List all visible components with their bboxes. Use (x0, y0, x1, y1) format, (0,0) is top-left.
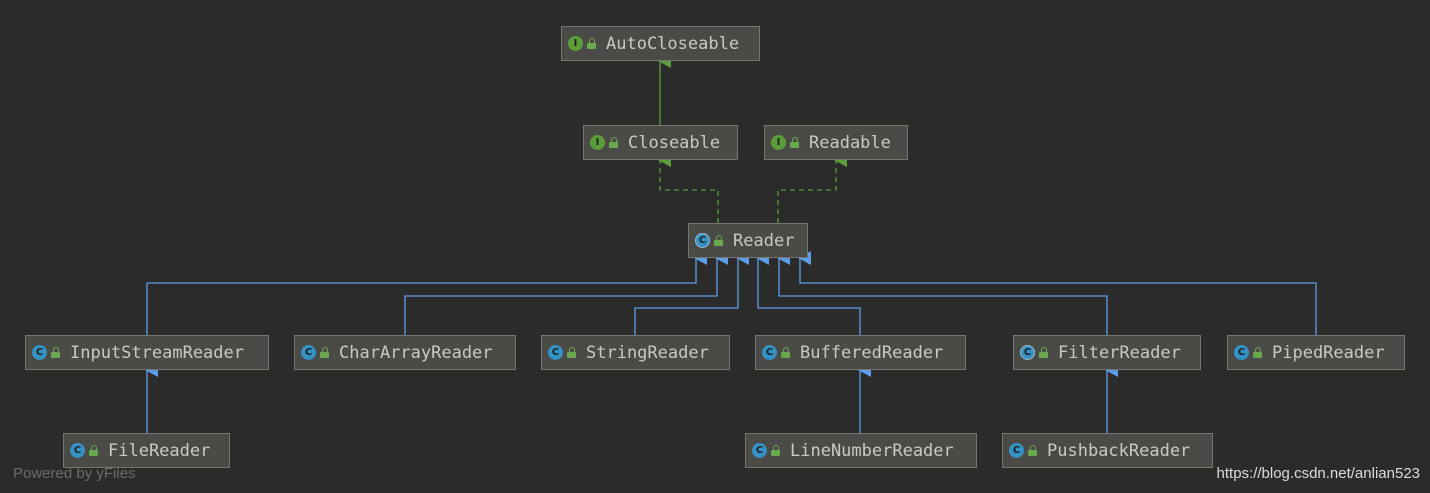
class-icon: C (32, 345, 47, 360)
node-autocloseable[interactable]: I AutoCloseable (561, 26, 760, 61)
lock-icon (320, 347, 329, 358)
node-stringreader[interactable]: C StringReader (541, 335, 730, 370)
class-icon: C (1009, 443, 1024, 458)
lock-icon (771, 445, 780, 456)
lock-icon (567, 347, 576, 358)
lock-icon (1028, 445, 1037, 456)
node-label: CharArrayReader (339, 342, 493, 363)
edge-reader-implements-closeable (658, 153, 719, 223)
class-icon: C (752, 443, 767, 458)
node-readable[interactable]: I Readable (764, 125, 908, 160)
node-bufferedreader[interactable]: C BufferedReader (755, 335, 966, 370)
node-label: PipedReader (1272, 342, 1385, 363)
abstract-class-icon: C (695, 233, 710, 248)
lock-icon (1039, 347, 1048, 358)
node-pipedreader[interactable]: C PipedReader (1227, 335, 1405, 370)
edge-chararrayreader-extends-reader (404, 251, 728, 335)
node-filterreader[interactable]: C FilterReader (1013, 335, 1201, 370)
node-label: Reader (733, 230, 795, 251)
node-label: LineNumberReader (790, 440, 954, 461)
node-label: PushbackReader (1047, 440, 1191, 461)
node-linenumberreader[interactable]: C LineNumberReader (745, 433, 977, 468)
lock-icon (51, 347, 60, 358)
lock-icon (714, 235, 723, 246)
node-label: InputStreamReader (70, 342, 244, 363)
node-label: StringReader (586, 342, 709, 363)
lock-icon (1253, 347, 1262, 358)
node-label: BufferedReader (800, 342, 944, 363)
source-url-text: https://blog.csdn.net/anlian523 (1216, 465, 1420, 482)
node-inputstreamreader[interactable]: C InputStreamReader (25, 335, 269, 370)
lock-icon (89, 445, 98, 456)
abstract-class-icon: C (1020, 345, 1035, 360)
lock-icon (587, 38, 596, 49)
class-icon: C (548, 345, 563, 360)
edge-reader-implements-readable (777, 153, 847, 223)
powered-by-text: Powered by yFiles (13, 465, 136, 482)
edge-filterreader-extends-reader (777, 251, 1108, 335)
edge-inputstreamreader-extends-reader (146, 251, 707, 335)
class-icon: C (70, 443, 85, 458)
interface-icon: I (771, 135, 786, 150)
interface-icon: I (590, 135, 605, 150)
interface-icon: I (568, 36, 583, 51)
node-reader[interactable]: C Reader (688, 223, 808, 258)
edge-pipedreader-extends-reader (798, 251, 1317, 335)
node-filereader[interactable]: C FileReader (63, 433, 230, 468)
edge-bufferedreader-extends-reader (756, 251, 861, 335)
lock-icon (609, 137, 618, 148)
lock-icon (790, 137, 799, 148)
node-label: Closeable (628, 132, 721, 153)
node-chararrayreader[interactable]: C CharArrayReader (294, 335, 516, 370)
class-icon: C (301, 345, 316, 360)
node-label: FilterReader (1058, 342, 1181, 363)
lock-icon (781, 347, 790, 358)
node-closeable[interactable]: I Closeable (583, 125, 738, 160)
node-pushbackreader[interactable]: C PushbackReader (1002, 433, 1213, 468)
class-icon: C (1234, 345, 1249, 360)
node-label: Readable (809, 132, 891, 153)
edge-stringreader-extends-reader (634, 251, 749, 335)
node-label: AutoCloseable (606, 33, 740, 54)
node-label: FileReader (108, 440, 211, 461)
class-icon: C (762, 345, 777, 360)
